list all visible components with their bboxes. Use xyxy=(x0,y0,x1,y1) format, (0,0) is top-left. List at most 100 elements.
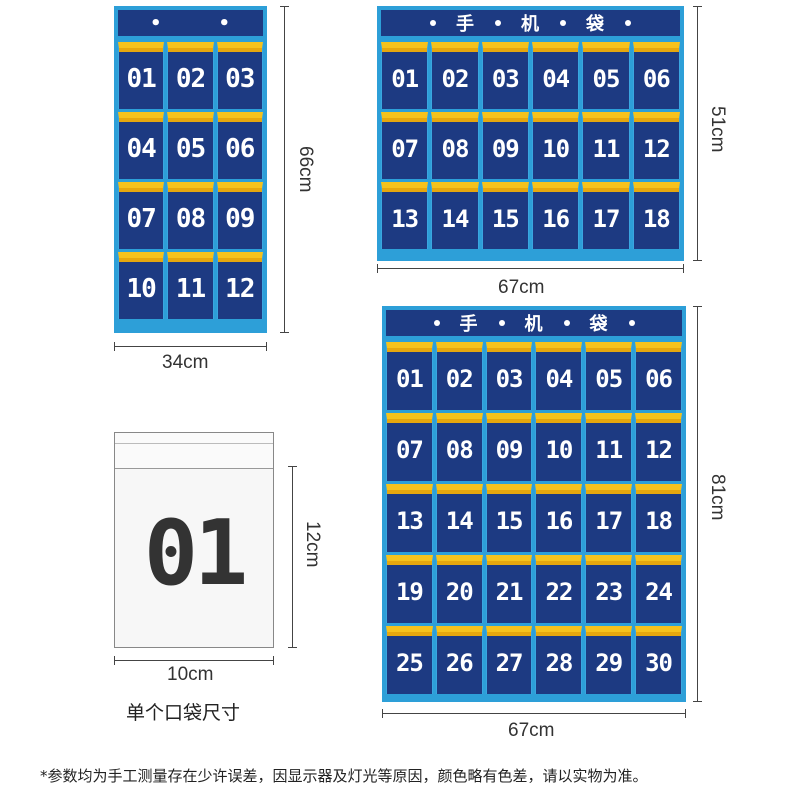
pocket: 07 xyxy=(118,182,165,249)
pocket-number: 05 xyxy=(595,365,623,393)
pocket: 26 xyxy=(435,626,483,694)
pocket-number: 13 xyxy=(391,204,419,233)
pocket: 06 xyxy=(632,42,680,109)
small-width-dimension xyxy=(114,342,267,351)
pocket: 05 xyxy=(582,42,630,109)
pocket: 06 xyxy=(216,112,263,179)
pocket: 04 xyxy=(531,42,580,109)
large-organizer-header: 手 机 袋 xyxy=(386,310,682,336)
single-pocket-caption: 单个口袋尺寸 xyxy=(126,702,241,724)
pocket: 06 xyxy=(635,342,682,410)
pocket-number: 11 xyxy=(592,134,621,163)
pocket: 08 xyxy=(435,413,483,481)
pocket-number: 07 xyxy=(391,134,419,163)
pocket: 24 xyxy=(635,555,682,623)
pocket-number: 06 xyxy=(642,64,671,93)
pocket-number: 08 xyxy=(175,203,206,234)
header-dot xyxy=(495,20,501,26)
pocket: 13 xyxy=(386,484,433,552)
pocket: 20 xyxy=(435,555,483,623)
pocket: 04 xyxy=(118,112,165,179)
pocket: 05 xyxy=(167,112,214,179)
pocket-number: 10 xyxy=(542,134,570,163)
header-dot xyxy=(430,20,436,26)
pocket: 02 xyxy=(435,342,483,410)
medium-height-dimension xyxy=(693,6,702,261)
pocket: 13 xyxy=(381,182,429,249)
pocket: 17 xyxy=(585,484,633,552)
pocket-number: 04 xyxy=(542,64,570,93)
pocket-number: 06 xyxy=(225,133,255,164)
pocket: 15 xyxy=(481,182,529,249)
pocket-height-label: 12cm xyxy=(302,521,323,568)
pocket: 08 xyxy=(431,112,479,179)
pocket-number: 08 xyxy=(445,436,474,464)
large-height-dimension xyxy=(693,306,702,702)
pocket-number: 05 xyxy=(592,64,621,93)
pocket-number: 03 xyxy=(225,63,255,94)
pocket-width-label: 10cm xyxy=(167,664,214,685)
pocket-number: 12 xyxy=(642,134,671,163)
pocket: 12 xyxy=(632,112,680,179)
pocket: 01 xyxy=(118,42,165,109)
header-char: 袋 xyxy=(589,314,609,335)
pocket-number: 14 xyxy=(441,204,470,233)
pocket-number: 01 xyxy=(126,63,157,94)
pocket: 27 xyxy=(485,626,533,694)
pocket-number: 03 xyxy=(495,365,524,393)
pocket-number: 16 xyxy=(545,507,573,535)
pocket-number: 24 xyxy=(645,578,673,606)
pocket: 17 xyxy=(582,182,630,249)
pocket: 23 xyxy=(585,555,633,623)
pocket: 01 xyxy=(386,342,433,410)
pocket-number: 10 xyxy=(545,436,573,464)
header-char: 手 xyxy=(459,314,479,335)
pocket-number: 22 xyxy=(545,578,573,606)
pocket: 10 xyxy=(531,112,580,179)
pocket: 11 xyxy=(585,413,633,481)
pocket-number: 01 xyxy=(391,64,419,93)
pocket-height-dimension xyxy=(288,466,297,648)
pocket: 10 xyxy=(535,413,583,481)
medium-organizer-header: 手 机 袋 xyxy=(381,10,680,36)
pocket-number: 15 xyxy=(495,507,524,535)
pocket: 18 xyxy=(632,182,680,249)
pocket-number: 19 xyxy=(395,578,424,606)
pocket-number: 17 xyxy=(595,507,623,535)
header-char: 机 xyxy=(524,314,544,335)
pocket: 10 xyxy=(118,252,165,319)
pocket-number: 25 xyxy=(395,649,424,677)
pocket: 25 xyxy=(386,626,433,694)
pocket: 01 xyxy=(381,42,429,109)
pocket-width-dimension xyxy=(114,656,274,665)
pocket: 14 xyxy=(435,484,483,552)
pocket: 07 xyxy=(381,112,429,179)
medium-width-dimension xyxy=(377,264,684,273)
pocket-number: 04 xyxy=(545,365,573,393)
pocket-number: 16 xyxy=(542,204,570,233)
header-dot xyxy=(433,320,440,326)
pocket: 11 xyxy=(167,252,214,319)
pocket-number: 09 xyxy=(225,203,255,234)
pocket-number: 11 xyxy=(595,436,623,464)
small-organizer-header: • • xyxy=(118,10,263,36)
pocket: 30 xyxy=(635,626,682,694)
pocket-number: 20 xyxy=(445,578,474,606)
header-char: 手 xyxy=(456,14,475,35)
pocket-number: 09 xyxy=(491,134,520,163)
pocket: 29 xyxy=(585,626,633,694)
pocket: 18 xyxy=(635,484,682,552)
pocket-number: 02 xyxy=(445,365,474,393)
pocket-number: 06 xyxy=(645,365,673,393)
pocket-number: 14 xyxy=(445,507,474,535)
header-dot xyxy=(625,20,631,26)
pocket: 11 xyxy=(582,112,630,179)
header-dot xyxy=(498,320,505,326)
pocket: 03 xyxy=(485,342,533,410)
header-dot xyxy=(560,20,566,26)
pocket-number: 29 xyxy=(595,649,623,677)
